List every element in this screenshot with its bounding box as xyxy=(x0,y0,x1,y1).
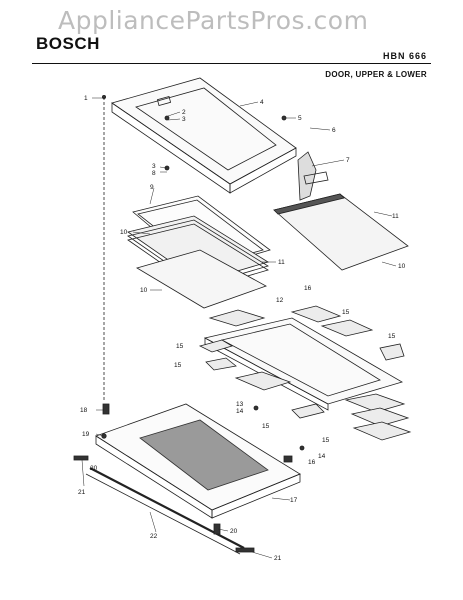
callout-15b: 15 xyxy=(174,362,182,369)
callout-9: 9 xyxy=(150,184,154,191)
callout-8: 8 xyxy=(152,170,156,177)
header-rule xyxy=(32,63,431,64)
callout-20a: 20 xyxy=(90,465,98,472)
callout-12: 12 xyxy=(276,297,284,304)
leader-lines xyxy=(81,97,397,559)
callout-21a: 21 xyxy=(78,489,86,496)
watermark: AppliancePartsPros.com xyxy=(58,6,369,35)
upper-door-frame xyxy=(111,77,297,194)
callout-14b: 14 xyxy=(318,453,326,460)
callout-15e: 15 xyxy=(262,423,270,430)
callout-10b: 10 xyxy=(140,287,148,294)
model-number: HBN 666 xyxy=(382,51,427,61)
callout-3: 3 xyxy=(182,116,186,123)
callout-15a: 15 xyxy=(176,343,184,350)
section-title: DOOR, UPPER & LOWER xyxy=(325,70,427,79)
callout-3b: 3 xyxy=(152,163,156,170)
callout-16b: 16 xyxy=(308,459,316,466)
callout-18: 18 xyxy=(80,407,88,414)
callout-21b: 21 xyxy=(274,555,282,562)
lower-door xyxy=(95,403,301,519)
callout-10a: 10 xyxy=(120,229,128,236)
callout-15d: 15 xyxy=(388,333,396,340)
callout-10c: 10 xyxy=(398,263,406,270)
callout-22: 22 xyxy=(150,533,158,540)
callout-5: 5 xyxy=(298,115,302,122)
callout-4: 4 xyxy=(260,99,264,106)
callout-6: 6 xyxy=(332,127,336,134)
hinge-part xyxy=(297,151,329,201)
glass-stack xyxy=(127,195,271,309)
callout-labels: 1 2 3 3 4 5 6 7 8 9 10 10 10 11 11 12 13… xyxy=(78,95,406,562)
fasteners xyxy=(73,95,305,553)
callout-7: 7 xyxy=(346,157,350,164)
insulation-blocks xyxy=(198,305,412,441)
callout-20b: 20 xyxy=(230,528,238,535)
callout-1: 1 xyxy=(84,95,88,102)
callout-19: 19 xyxy=(82,431,90,438)
callout-14a: 14 xyxy=(236,408,244,415)
callout-15f: 15 xyxy=(322,437,330,444)
callout-17: 17 xyxy=(290,497,298,504)
door-handle-rod xyxy=(85,467,245,555)
callout-2: 2 xyxy=(182,109,186,116)
callout-11a: 11 xyxy=(392,213,399,220)
callout-11b: 11 xyxy=(278,259,285,266)
callout-15c: 15 xyxy=(342,309,350,316)
callout-16a: 16 xyxy=(304,285,312,292)
brand-logo: BOSCH xyxy=(36,34,100,53)
right-glass-panel xyxy=(273,193,409,271)
callout-13: 13 xyxy=(236,401,244,408)
